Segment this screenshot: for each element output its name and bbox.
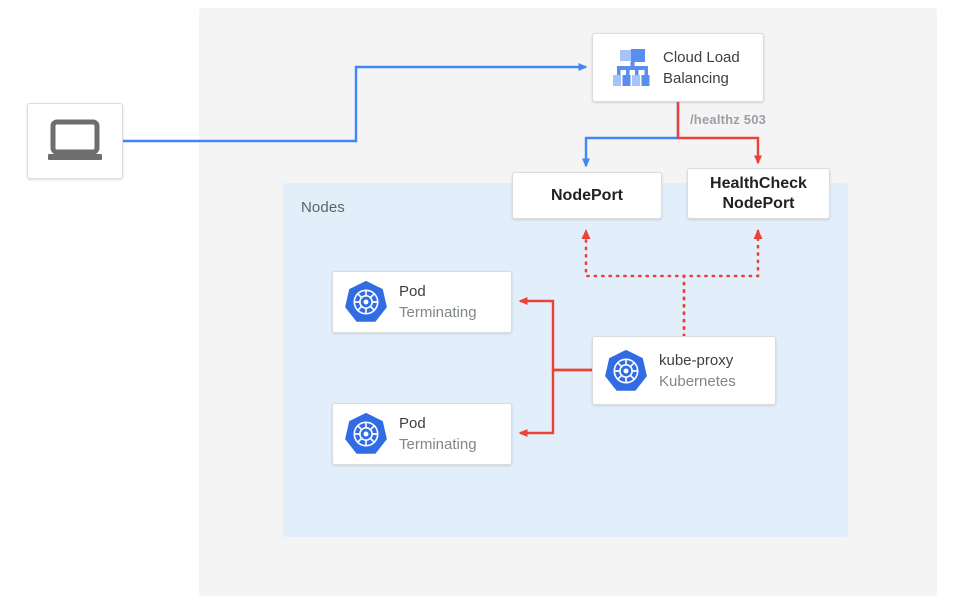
nodeport-node[interactable]: NodePort	[512, 172, 662, 219]
kubernetes-icon	[593, 348, 659, 394]
pod-node-1[interactable]: Pod Terminating	[332, 271, 512, 333]
cloud-load-balancing-icon	[601, 48, 663, 88]
edge-kubeproxy-to-pod-1	[518, 297, 592, 372]
edge-kubeproxy-to-pod-2	[518, 368, 592, 437]
nodes-region-label: Nodes	[301, 199, 345, 216]
nodeport-title: NodePort	[551, 186, 623, 204]
cloud-load-balancing-title-line2: Balancing	[663, 69, 729, 87]
client-node[interactable]	[27, 103, 123, 179]
cloud-load-balancing-text: Cloud Load Balancing	[663, 47, 740, 89]
pod-text-1: Pod Terminating	[399, 281, 477, 323]
pod-text-2: Pod Terminating	[399, 413, 477, 455]
cloud-load-balancing-node[interactable]: Cloud Load Balancing	[592, 33, 764, 102]
cloud-load-balancing-title-line1: Cloud Load	[663, 48, 740, 66]
edge-kubeproxy-to-nodeport-dotted	[581, 229, 686, 338]
healthcheck-nodeport-title-line2: NodePort	[722, 194, 795, 212]
kube-proxy-title: kube-proxy	[659, 351, 734, 369]
healthcheck-nodeport-title-line1: HealthCheck	[710, 174, 807, 192]
laptop-icon	[46, 119, 104, 163]
edge-clb-to-healthcheck-nodeport	[676, 102, 762, 165]
kubernetes-icon	[333, 279, 399, 325]
edge-client-to-clb	[123, 63, 588, 143]
kube-proxy-subtitle: Kubernetes	[659, 372, 736, 390]
pod-subtitle-1: Terminating	[399, 304, 477, 321]
pod-title-2: Pod	[399, 415, 426, 432]
edge-clb-to-nodeport	[582, 102, 680, 168]
edge-kubeproxy-to-healthcheck-dotted	[682, 229, 763, 338]
kube-proxy-node[interactable]: kube-proxy Kubernetes	[592, 336, 776, 405]
healthz-status-label: /healthz 503	[690, 112, 767, 127]
pod-title-1: Pod	[399, 283, 426, 300]
pod-subtitle-2: Terminating	[399, 436, 477, 453]
healthcheck-nodeport-node[interactable]: HealthCheck NodePort	[687, 168, 830, 219]
pod-node-2[interactable]: Pod Terminating	[332, 403, 512, 465]
kube-proxy-text: kube-proxy Kubernetes	[659, 350, 736, 392]
kubernetes-icon	[333, 411, 399, 457]
